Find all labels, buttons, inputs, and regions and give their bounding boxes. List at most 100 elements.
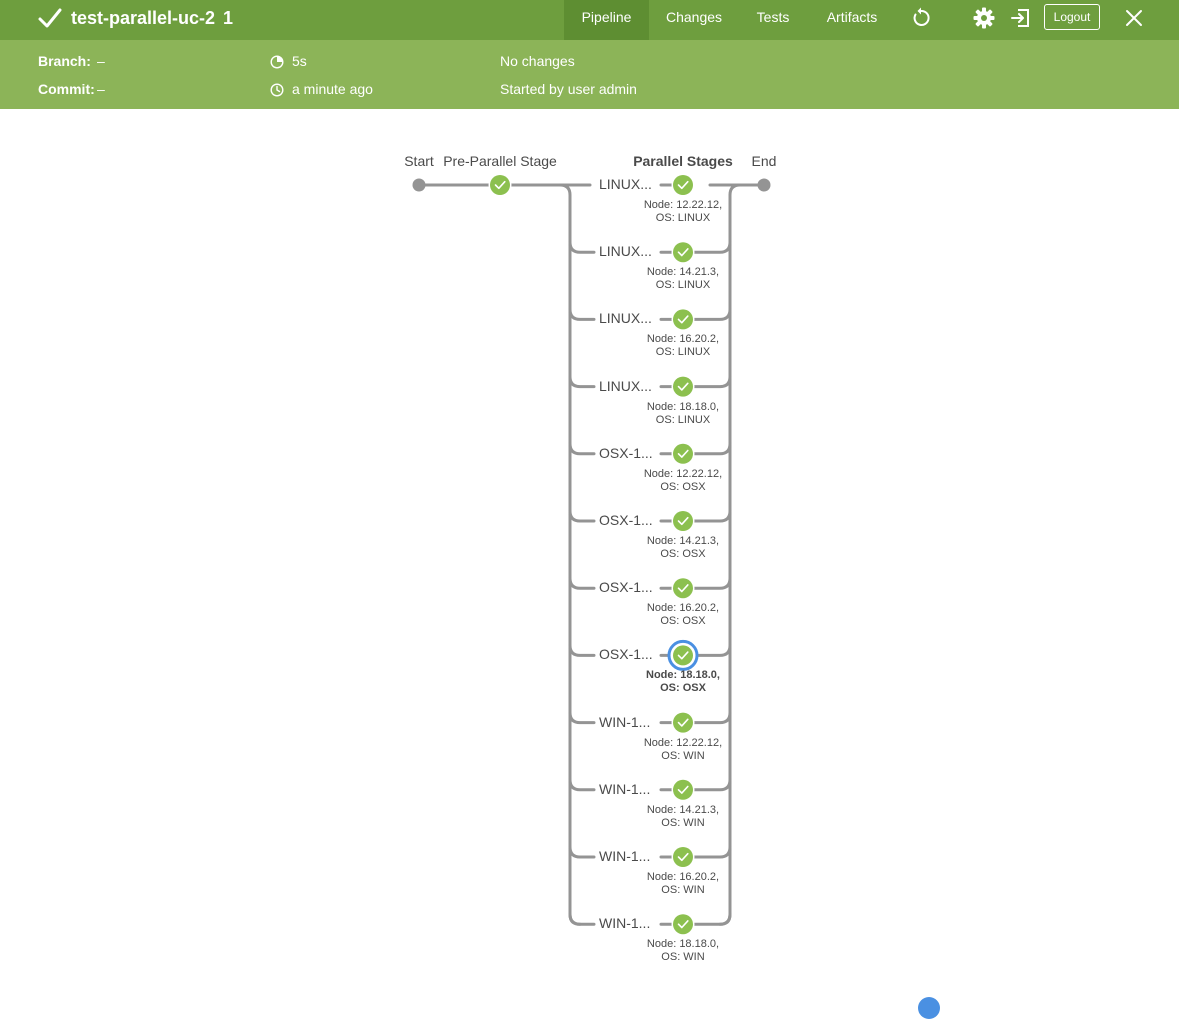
branch-connector-left bbox=[568, 845, 596, 859]
changes-summary: No changes bbox=[500, 53, 575, 69]
caption-node-version: Node: 18.18.0, bbox=[646, 400, 720, 413]
run-summary: Branch: – Commit: – 5s a minute ago No c… bbox=[0, 40, 1179, 109]
branch-connector-right bbox=[681, 778, 732, 792]
branch-connector-right bbox=[681, 643, 732, 657]
help-button[interactable] bbox=[918, 997, 940, 1019]
parallel-stage-label[interactable]: WIN-1... bbox=[597, 848, 653, 864]
caption-os: OS: LINUX bbox=[655, 212, 711, 224]
tab-tests[interactable]: Tests bbox=[756, 9, 790, 25]
branch-connector-left bbox=[568, 375, 596, 389]
parallel-stage-label[interactable]: WIN-1... bbox=[597, 780, 653, 797]
branch-connector-left bbox=[568, 509, 596, 523]
pre-stage-label[interactable]: Pre-Parallel Stage bbox=[443, 153, 557, 169]
parallel-stage-label[interactable]: OSX-1... bbox=[597, 512, 655, 528]
caption-node-version: Node: 16.20.2, bbox=[646, 602, 720, 615]
branch-connector-left bbox=[568, 643, 596, 657]
branch-connector-right bbox=[681, 576, 732, 590]
check-icon bbox=[677, 248, 689, 257]
commit-value: – bbox=[97, 81, 105, 97]
branch-connector-left bbox=[568, 912, 596, 926]
duration-value: 5s bbox=[292, 53, 307, 69]
close-icon[interactable] bbox=[1122, 6, 1146, 30]
parallel-stage-node[interactable] bbox=[673, 443, 693, 464]
pipeline-graph: Start Pre-Parallel Stage Parallel Stages… bbox=[0, 110, 1179, 1000]
parallel-stage-caption: Node: 18.18.0,OS: OSX bbox=[633, 669, 733, 695]
replay-icon[interactable] bbox=[909, 6, 933, 30]
parallel-stage-node[interactable] bbox=[673, 712, 693, 733]
job-name: test-parallel-uc-2 bbox=[71, 8, 216, 28]
branch-connector-left bbox=[568, 711, 596, 725]
started-by: Started by user admin bbox=[500, 81, 637, 97]
check-icon bbox=[677, 516, 689, 526]
parallel-stage-caption: Node: 16.20.2,OS: LINUX bbox=[633, 333, 733, 359]
parallel-stage-node[interactable] bbox=[673, 578, 693, 599]
parallel-stage-node[interactable] bbox=[673, 914, 693, 935]
caption-os: OS: WIN bbox=[661, 816, 705, 829]
parallel-stage-node[interactable] bbox=[673, 645, 693, 666]
caption-node-version: Node: 12.22.12, bbox=[643, 467, 723, 480]
parallel-stage-label[interactable]: LINUX... bbox=[597, 310, 654, 327]
check-icon bbox=[677, 315, 689, 324]
job-title: test-parallel-uc-2 1 bbox=[71, 8, 233, 29]
parallel-stage-label[interactable]: OSX-1... bbox=[597, 646, 655, 663]
parallel-stage-caption: Node: 18.18.0,OS: LINUX bbox=[633, 401, 733, 427]
caption-os: OS: OSX bbox=[660, 615, 706, 628]
check-icon bbox=[677, 382, 689, 391]
caption-node-version: Node: 18.18.0, bbox=[646, 669, 720, 682]
check-icon bbox=[677, 920, 689, 929]
parallel-stage-node[interactable] bbox=[673, 376, 693, 397]
branch-connector-right bbox=[681, 442, 732, 456]
caption-os: OS: OSX bbox=[660, 480, 706, 493]
branch-label: Branch: bbox=[38, 53, 91, 69]
parallel-stage-caption: Node: 14.21.3,OS: OSX bbox=[633, 535, 733, 561]
caption-node-version: Node: 18.18.0, bbox=[646, 938, 720, 951]
pre-stage-node[interactable] bbox=[490, 175, 510, 195]
run-number: 1 bbox=[223, 8, 234, 28]
caption-node-version: Node: 12.22.12, bbox=[643, 736, 723, 749]
caption-node-version: Node: 14.21.3, bbox=[646, 803, 720, 816]
parallel-stage-caption: Node: 14.21.3,OS: WIN bbox=[633, 804, 733, 830]
caption-os: OS: LINUX bbox=[655, 279, 711, 292]
parallel-stage-node[interactable] bbox=[673, 242, 693, 263]
parallel-stage-node[interactable] bbox=[673, 309, 693, 330]
parallel-stage-label[interactable]: OSX-1... bbox=[597, 444, 655, 461]
caption-os: OS: LINUX bbox=[655, 346, 711, 359]
branch-connector-right bbox=[681, 240, 732, 254]
tab-artifacts[interactable]: Artifacts bbox=[826, 9, 878, 25]
parallel-stage-node[interactable] bbox=[673, 175, 693, 195]
parallel-stage-node[interactable] bbox=[673, 847, 693, 867]
parallel-stage-label[interactable]: LINUX... bbox=[597, 176, 654, 192]
parallel-stage-label[interactable]: OSX-1... bbox=[597, 579, 655, 596]
branch-connector-right bbox=[681, 711, 732, 725]
parallel-stage-node[interactable] bbox=[673, 779, 693, 800]
tab-changes[interactable]: Changes bbox=[665, 9, 723, 25]
parallel-stage-label[interactable]: LINUX... bbox=[597, 377, 654, 394]
parallel-stage-node[interactable] bbox=[673, 511, 693, 531]
check-icon bbox=[677, 852, 689, 862]
gear-icon[interactable] bbox=[972, 6, 996, 30]
logout-button[interactable]: Logout bbox=[1044, 4, 1100, 30]
parallel-stage-label[interactable]: LINUX... bbox=[597, 243, 654, 260]
caption-os: OS: WIN bbox=[661, 951, 705, 964]
start-node bbox=[412, 178, 426, 192]
duration-icon bbox=[270, 55, 284, 69]
parallel-stage-label[interactable]: WIN-1... bbox=[597, 713, 653, 730]
end-label: End bbox=[751, 153, 777, 169]
branch-connector-left bbox=[568, 240, 596, 254]
tab-pipeline[interactable]: Pipeline bbox=[564, 0, 649, 40]
caption-os: OS: LINUX bbox=[655, 413, 711, 426]
branch-connector-left bbox=[568, 778, 596, 792]
parallel-stage-caption: Node: 12.22.12,OS: WIN bbox=[633, 737, 733, 763]
check-icon bbox=[494, 180, 506, 190]
branch-connector-left bbox=[568, 442, 596, 456]
parallel-stage-caption: Node: 14.21.3,OS: LINUX bbox=[633, 266, 733, 292]
parallel-stage-caption: Node: 18.18.0,OS: WIN bbox=[633, 938, 733, 964]
end-node bbox=[757, 178, 771, 192]
clock-icon bbox=[270, 83, 284, 97]
caption-node-version: Node: 12.22.12, bbox=[643, 199, 723, 211]
parallel-stages-header: Parallel Stages bbox=[633, 153, 733, 169]
parallel-stage-label[interactable]: WIN-1... bbox=[597, 915, 653, 932]
commit-label: Commit: bbox=[38, 81, 95, 97]
exit-icon[interactable] bbox=[1009, 6, 1033, 30]
caption-node-version: Node: 14.21.3, bbox=[646, 266, 720, 279]
